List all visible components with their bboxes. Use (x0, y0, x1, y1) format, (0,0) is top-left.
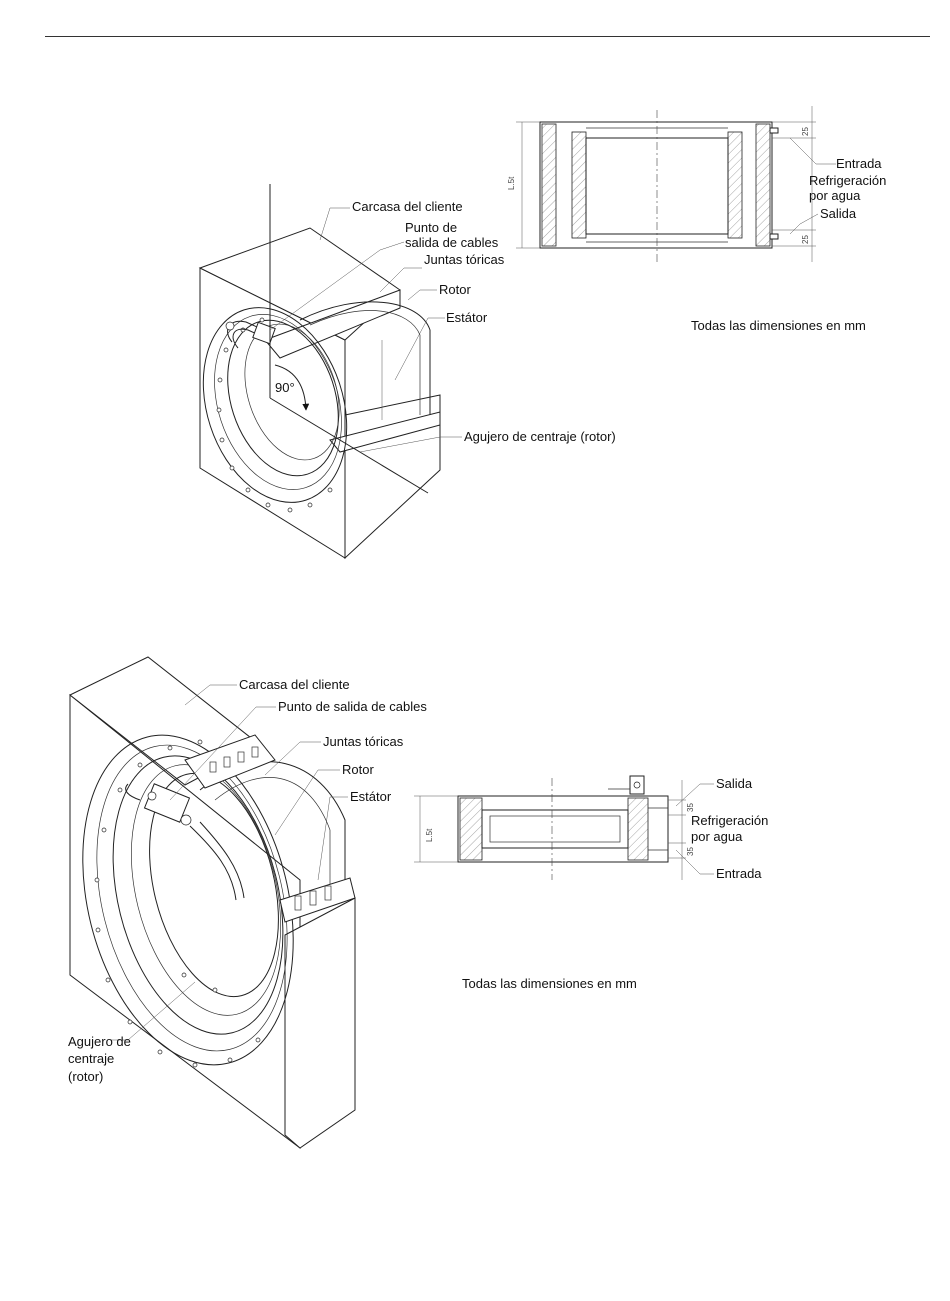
section-label-inlet: Entrada (836, 156, 882, 171)
section-left-wall-inner (571, 131, 587, 239)
section-right-wall-outer (755, 123, 771, 247)
flange-bolts (94, 739, 261, 1068)
flange-inner-ring (112, 755, 284, 1035)
section-dim-port-bottom: 35 (686, 847, 695, 856)
cable-fitting (125, 783, 245, 901)
section-dim-length: L.5t (425, 828, 434, 842)
top-note: Todas las dimensiones en mm (691, 318, 866, 333)
stator-channel (279, 877, 356, 923)
section-right-wall-inner (727, 131, 743, 239)
bottom-section-view: L.5t 35 35 Salida Refrigeración por agua… (414, 775, 768, 881)
label-stator: Estátor (350, 789, 392, 804)
cylinder-inner-contour (309, 310, 421, 415)
header-rule (45, 36, 930, 37)
section-outline (457, 795, 669, 863)
lower-stator-channel (329, 411, 441, 453)
label-rotor: Rotor (439, 282, 471, 297)
flange-bolt-circle (96, 744, 288, 1052)
section-label-inlet: Entrada (716, 866, 762, 881)
section-label-outlet: Salida (716, 776, 753, 791)
section-dim-port-top: 35 (686, 803, 695, 812)
cylinder-top-contour (299, 301, 431, 415)
section-label-cooling-1: Refrigeración (691, 813, 768, 828)
section-rotor-bore (481, 809, 629, 849)
angle-label: 90° (275, 380, 295, 395)
flange-outer-ring (82, 734, 294, 1066)
bottom-isometric-view: Carcasa del cliente Punto de salida de c… (68, 656, 427, 1150)
label-stator: Estátor (446, 310, 488, 325)
section-dim-port-top: 25 (801, 127, 810, 136)
label-housing: Carcasa del cliente (352, 199, 463, 214)
section-dim-length: L.5t (507, 176, 516, 190)
upper-cable-channel (264, 289, 401, 359)
section-label-cooling-2: por agua (691, 829, 743, 844)
section-left-wall-outer (541, 123, 557, 247)
section-dim-port-bottom: 25 (801, 235, 810, 244)
label-cable-exit-line2: salida de cables (405, 235, 499, 250)
label-housing: Carcasa del cliente (239, 677, 350, 692)
stator-channel-slots (294, 885, 332, 911)
top-leader-lines (269, 207, 462, 453)
section-label-outlet: Salida (820, 206, 857, 221)
cable-channel-slots (209, 746, 259, 773)
top-section-view: L.5t 25 25 Entrada Refrigeración por agu… (507, 106, 886, 262)
housing-lower-side (284, 897, 356, 1149)
label-centering-hole: Agujero de centraje (rotor) (464, 429, 616, 444)
horizontal-axis (269, 397, 429, 494)
label-centering-hole-line3: (rotor) (68, 1069, 103, 1084)
section-right-wall (627, 797, 649, 861)
label-o-rings: Juntas tóricas (424, 252, 505, 267)
label-cable-exit-line1: Punto de (405, 220, 457, 235)
flange-outer-ring (202, 307, 348, 503)
section-left-wall (459, 797, 483, 861)
label-o-rings: Juntas tóricas (323, 734, 404, 749)
label-rotor: Rotor (342, 762, 374, 777)
label-centering-hole-line2: centraje (68, 1051, 114, 1066)
bottom-note: Todas las dimensiones en mm (462, 976, 637, 991)
label-centering-hole-line1: Agujero de (68, 1034, 131, 1049)
stator-bore (131, 764, 281, 1016)
section-label-cooling-1: Refrigeración (809, 173, 886, 188)
cylinder-inner-contour (214, 777, 331, 905)
top-isometric-view: 90° Carcasa del cliente Punto de salida … (198, 184, 616, 560)
bottom-leader-lines (110, 684, 348, 1041)
section-label-cooling-2: por agua (809, 188, 861, 203)
angle-arrow (274, 364, 310, 411)
section-outline (539, 121, 773, 249)
rotor-bore (149, 772, 279, 998)
label-cable-exit: Punto de salida de cables (278, 699, 427, 714)
